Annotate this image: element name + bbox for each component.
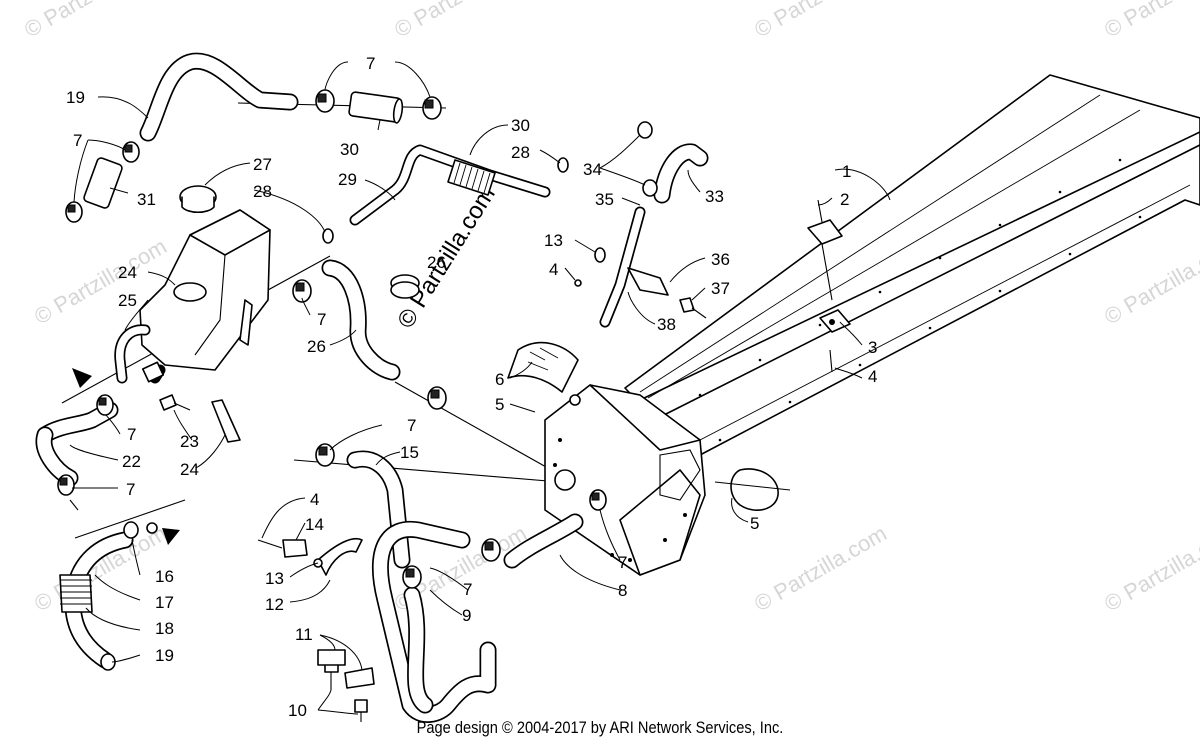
callout-label: 8 bbox=[618, 581, 627, 600]
hose-33 bbox=[653, 143, 709, 204]
insulation-pad-6 bbox=[507, 341, 579, 393]
tunnel-rails bbox=[624, 74, 1200, 456]
hose-17-assembly bbox=[59, 531, 134, 669]
callout-label: 36 bbox=[711, 250, 730, 269]
callout-label: 23 bbox=[180, 432, 199, 451]
callout-label: 13 bbox=[265, 569, 284, 588]
tube-38 bbox=[599, 206, 669, 328]
callout-label: 19 bbox=[66, 88, 85, 107]
callout-label: 17 bbox=[155, 593, 174, 612]
watermark: © Partzilla.com bbox=[20, 0, 161, 42]
page-footer: Page design © 2004-2017 by ARI Network S… bbox=[416, 718, 784, 737]
callout-label: 7 bbox=[463, 580, 472, 599]
callout-label: 15 bbox=[400, 443, 419, 462]
hose-9 bbox=[372, 520, 497, 723]
callout-label: 7 bbox=[126, 480, 135, 499]
callout-label: 1 bbox=[842, 162, 851, 181]
callout-label: 27 bbox=[253, 155, 272, 174]
callout-label: 37 bbox=[711, 279, 730, 298]
callout-label: 2 bbox=[840, 190, 849, 209]
hose-20 bbox=[35, 401, 119, 487]
callout-label: 12 bbox=[265, 595, 284, 614]
watermark: © Partzilla.com bbox=[1100, 521, 1200, 617]
callout-label: 6 bbox=[495, 370, 504, 389]
callout-label: 7 bbox=[127, 425, 136, 444]
plate-5 bbox=[714, 468, 791, 511]
callout-label: 24 bbox=[118, 263, 137, 282]
callout-label: 3 bbox=[868, 338, 877, 357]
callout-label: 9 bbox=[462, 606, 471, 625]
callout-label: 38 bbox=[657, 315, 676, 334]
callout-label: 28 bbox=[253, 182, 272, 201]
watermark: © Partzilla.com bbox=[750, 0, 891, 42]
hose-32 bbox=[139, 52, 299, 142]
callout-label: 10 bbox=[288, 701, 307, 720]
callout-label: 30 bbox=[340, 140, 359, 159]
callout-label: 7 bbox=[618, 553, 627, 572]
hose-29 bbox=[349, 144, 551, 226]
callout-label: 26 bbox=[427, 253, 446, 272]
callout-label: 5 bbox=[495, 395, 504, 414]
callout-label: 7 bbox=[366, 54, 375, 73]
callout-label: 4 bbox=[549, 260, 558, 279]
callout-label: 29 bbox=[338, 170, 357, 189]
callout-label: 31 bbox=[137, 190, 156, 209]
callout-label: 22 bbox=[122, 452, 141, 471]
callout-labels: 19 7 31 7 30 27 28 29 30 28 24 25 26 7 2… bbox=[66, 54, 877, 720]
watermark: © Partzilla.com bbox=[30, 521, 171, 617]
callout-label: 7 bbox=[317, 310, 326, 329]
callout-label: 25 bbox=[118, 291, 137, 310]
callout-label: 26 bbox=[307, 337, 326, 356]
callout-label: 4 bbox=[310, 490, 319, 509]
callout-label: 7 bbox=[407, 416, 416, 435]
tube-31-top bbox=[348, 91, 404, 124]
hose-15 bbox=[346, 450, 411, 569]
watermark: © Partzilla.com bbox=[390, 0, 531, 42]
callout-label: 35 bbox=[595, 190, 614, 209]
callout-label: 16 bbox=[155, 567, 174, 586]
callout-label: 13 bbox=[544, 231, 563, 250]
callout-label: 7 bbox=[73, 131, 82, 150]
callout-label: 19 bbox=[155, 646, 174, 665]
callout-label: 28 bbox=[511, 143, 530, 162]
callout-label: 14 bbox=[305, 515, 324, 534]
hose-25 bbox=[321, 259, 401, 381]
watermark: © Partzilla.com bbox=[1100, 0, 1200, 42]
coolant-tank bbox=[139, 185, 271, 384]
callout-label: 18 bbox=[155, 619, 174, 638]
callout-label: 30 bbox=[511, 116, 530, 135]
leader-lines bbox=[69, 61, 891, 715]
callout-label: 5 bbox=[750, 514, 759, 533]
tube-31-left bbox=[83, 157, 123, 209]
callout-label: 33 bbox=[705, 187, 724, 206]
callout-label: 34 bbox=[583, 160, 602, 179]
watermark: © Partzilla.com bbox=[1100, 234, 1200, 330]
overflow-hose-24 bbox=[114, 324, 151, 384]
bulkhead bbox=[544, 384, 706, 576]
watermark-center: © Partzilla.com bbox=[392, 182, 501, 333]
callout-label: 24 bbox=[180, 460, 199, 479]
clamp-26 bbox=[390, 274, 420, 299]
watermark: © Partzilla.com bbox=[750, 521, 891, 617]
callout-label: 11 bbox=[295, 625, 313, 644]
clamps-7 bbox=[57, 89, 658, 671]
callout-label: 4 bbox=[868, 367, 877, 386]
bracket-12 bbox=[317, 538, 363, 576]
direction-arrows bbox=[72, 368, 180, 545]
bracket-3 bbox=[807, 199, 851, 373]
hose-8 bbox=[503, 513, 584, 569]
